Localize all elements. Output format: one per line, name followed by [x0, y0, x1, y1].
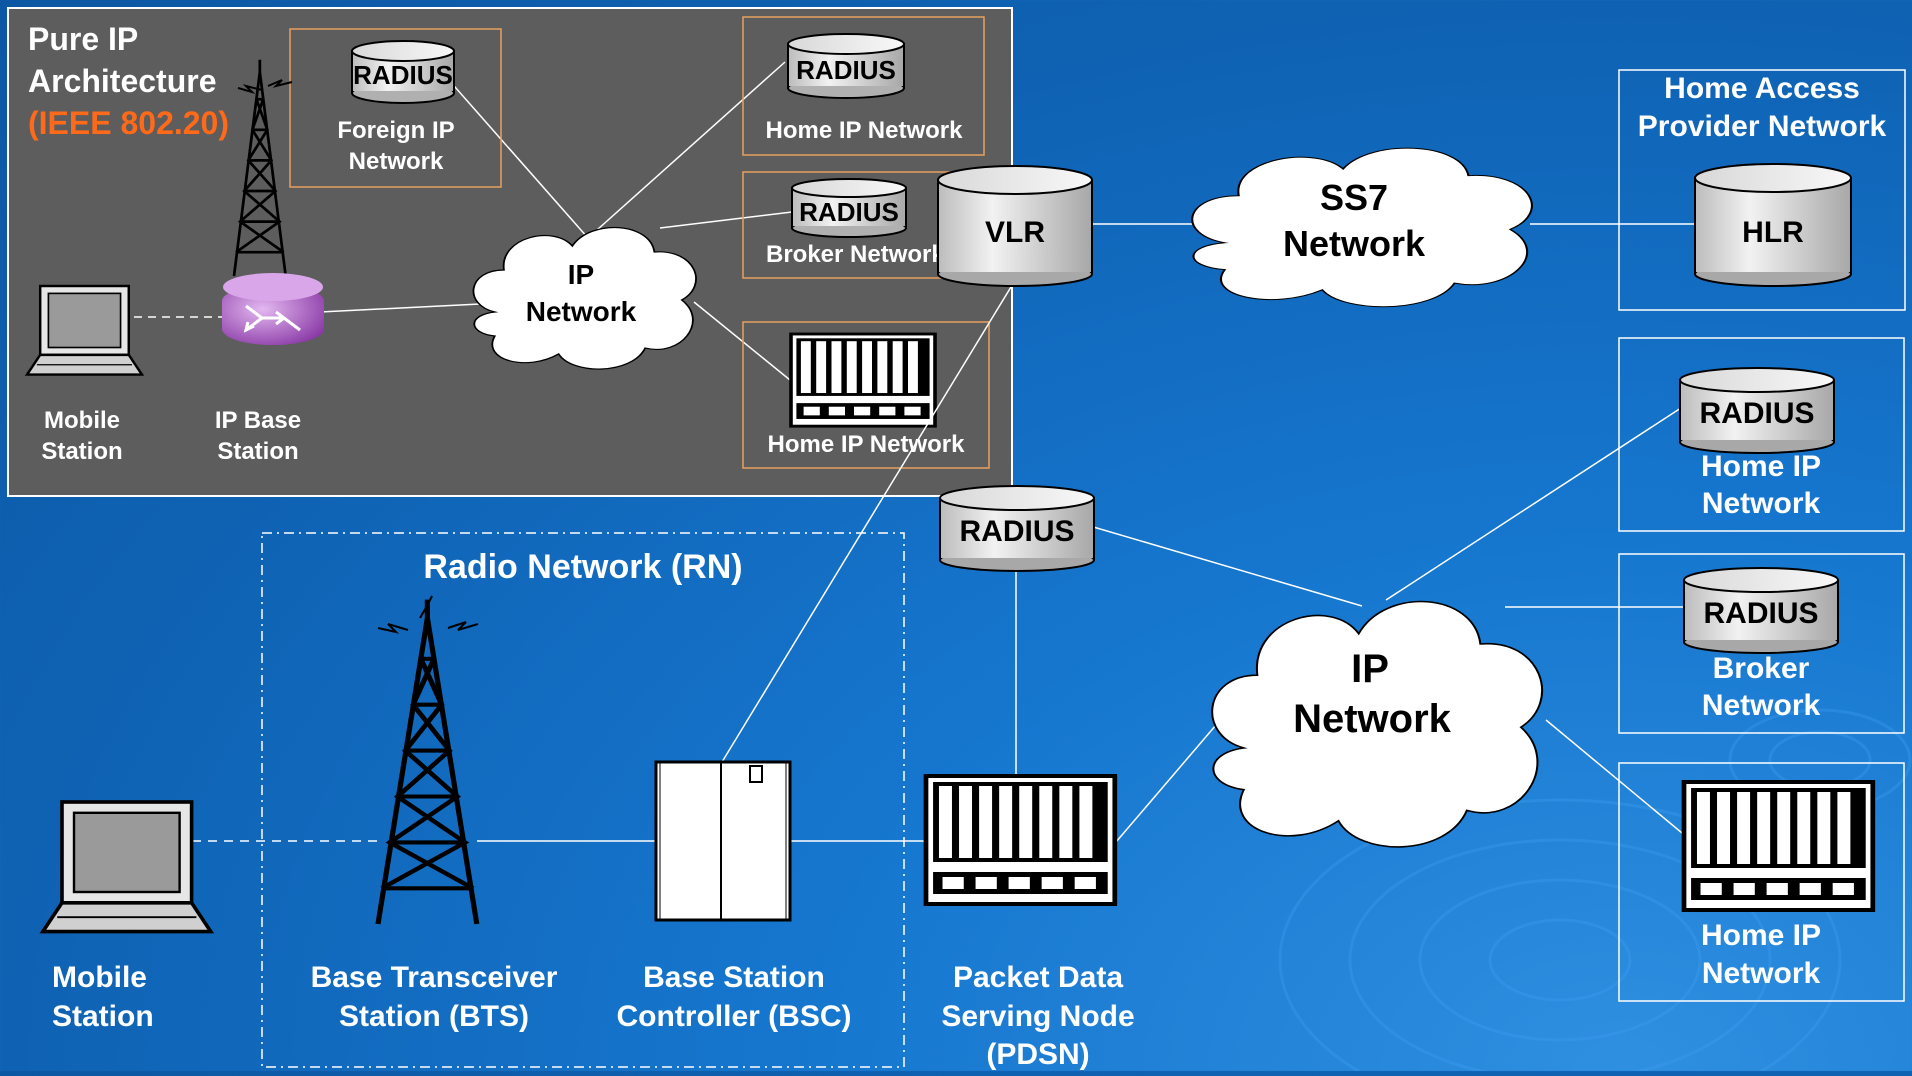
- mid-radius-label: RADIUS: [959, 515, 1074, 548]
- home-access-line1: Home Access: [1664, 72, 1860, 105]
- mobile-laptop-icon: [40, 800, 213, 934]
- bts-label-line2: Station (BTS): [339, 1000, 529, 1033]
- home-radius-cylinder-icon: [787, 33, 905, 99]
- pdsn-label-line1: Packet Data: [953, 961, 1123, 994]
- pure-ip-title-line1: Pure IP: [28, 21, 138, 57]
- home-ip-network-router-box: [742, 321, 990, 469]
- right-broker-line1: Broker: [1713, 652, 1810, 685]
- home-access-line2: Provider Network: [1638, 110, 1887, 143]
- right-home-router-box: [1618, 762, 1905, 1002]
- main-ip-cloud-line1: IP: [1351, 647, 1389, 691]
- home-radius-label: RADIUS: [796, 55, 896, 85]
- mid-radius-cylinder-icon: [939, 485, 1095, 572]
- ip-base-station-line2: Station: [217, 438, 298, 465]
- foreign-network-line2: Network: [349, 148, 444, 175]
- vlr-cylinder-icon: [937, 165, 1093, 287]
- broker-radius-label: RADIUS: [799, 197, 899, 227]
- right-broker-radius-cylinder-icon: [1683, 567, 1839, 654]
- mobile-station-line1: Mobile: [52, 961, 147, 994]
- pure-ip-title-line2: Architecture: [28, 63, 217, 99]
- broker-network-label: Broker Network: [766, 241, 945, 268]
- laptop-icon: [25, 284, 144, 376]
- broker-radius-cylinder-icon: [791, 178, 907, 238]
- ss7-line2: Network: [1283, 223, 1426, 264]
- main-connection-lines: [176, 223, 1694, 843]
- right-home-radius-cylinder-icon: [1679, 367, 1835, 454]
- panel-mobile-station-line1: Mobile: [44, 407, 120, 434]
- hlr-cylinder-icon: [1694, 163, 1852, 287]
- home-ip-network-router-label: Home IP Network: [768, 431, 966, 458]
- foreign-ip-network-box: [289, 28, 502, 188]
- bsc-label-line2: Controller (BSC): [617, 1000, 852, 1033]
- right-home-ip-network-box: [1618, 337, 1905, 532]
- bts-antenna-signal-icon: [377, 595, 479, 634]
- foreign-radius-cylinder-icon: [351, 40, 455, 104]
- bsc-label-line1: Base Station: [643, 961, 825, 994]
- router-icon: [222, 273, 324, 345]
- right-broker-radius-label: RADIUS: [1703, 597, 1818, 630]
- panel-mobile-station-line2: Station: [41, 438, 122, 465]
- home-access-provider-box: [1618, 69, 1906, 311]
- pdsn-label-line3: (PDSN): [986, 1038, 1089, 1071]
- panel-connection-lines: [120, 61, 793, 381]
- ss7-line1: SS7: [1320, 177, 1388, 218]
- antenna-signal-icon: [237, 79, 293, 95]
- right-home-line2: Network: [1702, 487, 1821, 520]
- radio-network-box: [261, 532, 905, 1068]
- foreign-network-line1: Foreign IP: [337, 117, 454, 144]
- hlr-label: HLR: [1742, 216, 1804, 249]
- main-ip-cloud-line2: Network: [1293, 697, 1452, 741]
- right-home-router-rack-icon: [1684, 782, 1873, 910]
- home-ip-network-label-top: Home IP Network: [766, 117, 964, 144]
- right-router-line1: Home IP: [1701, 919, 1821, 952]
- home-router-rack-icon: [789, 332, 937, 428]
- panel-ip-cloud-line1: IP: [568, 259, 594, 290]
- home-ip-network-box-top: [742, 16, 985, 156]
- right-router-line2: Network: [1702, 957, 1821, 990]
- radio-network-title: Radio Network (RN): [423, 548, 742, 586]
- right-home-line1: Home IP: [1701, 450, 1821, 483]
- foreign-radius-label: RADIUS: [353, 60, 453, 90]
- right-broker-line2: Network: [1702, 689, 1821, 722]
- pure-ip-standard: (IEEE 802.20): [28, 105, 229, 141]
- right-home-radius-label: RADIUS: [1699, 397, 1814, 430]
- vlr-label: VLR: [985, 216, 1045, 249]
- bts-label-line1: Base Transceiver: [311, 961, 558, 994]
- bts-tower-icon: [378, 600, 477, 924]
- panel-ip-cloud-line2: Network: [526, 296, 637, 327]
- background-ripples: [1278, 708, 1912, 1076]
- pdsn-label-line2: Serving Node: [941, 1000, 1134, 1033]
- bsc-cabinet-icon: [654, 760, 792, 922]
- right-broker-network-box: [1618, 553, 1905, 734]
- pdsn-rack-icon: [926, 776, 1115, 904]
- ip-base-station-line1: IP Base: [215, 407, 301, 434]
- mobile-station-line2: Station: [52, 1000, 154, 1033]
